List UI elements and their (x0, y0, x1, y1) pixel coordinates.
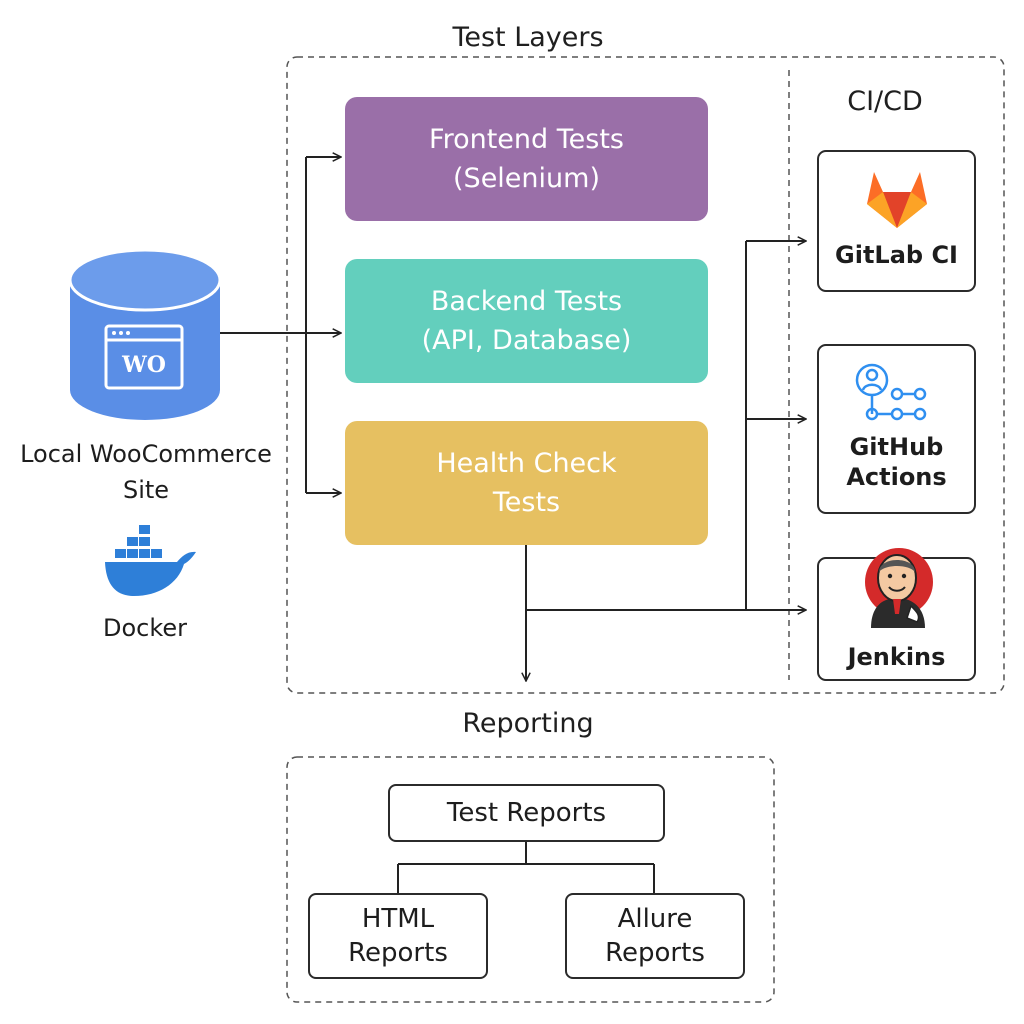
github-actions-label-line1: GitHub (849, 433, 944, 461)
test-layers-title: Test Layers (452, 22, 604, 53)
gitlab-icon (866, 172, 927, 228)
database-icon (68, 248, 222, 420)
github-actions-label-line2: Actions (846, 463, 947, 491)
allure-reports-line1: Allure (617, 904, 693, 934)
html-reports-line1: HTML (361, 904, 435, 934)
allure-reports-box: Allure Reports (565, 893, 745, 979)
gitlab-ci-card: GitLab CI (817, 150, 976, 292)
github-actions-card: GitHub Actions (817, 344, 976, 514)
local-site-label: Local WooCommerce Site (0, 436, 292, 508)
docker-label: Docker (102, 614, 188, 642)
reporting-title: Reporting (462, 708, 594, 739)
frontend-tests-line2: (Selenium) (453, 163, 600, 194)
html-reports-line2: Reports (348, 938, 448, 968)
backend-tests-box: Backend Tests (API, Database) (345, 259, 708, 383)
backend-tests-line2: (API, Database) (421, 325, 632, 356)
health-check-tests-box: Health Check Tests (345, 421, 708, 545)
gitlab-ci-label: GitLab CI (835, 241, 958, 269)
jenkins-card: Jenkins (817, 548, 976, 681)
html-reports-box: HTML Reports (308, 893, 488, 979)
health-check-tests-line2: Tests (492, 487, 561, 518)
test-reports-box: Test Reports (388, 784, 665, 842)
reporting-group-frame (286, 756, 775, 1003)
docker-icon (105, 525, 196, 596)
local-site-label-line2: Site (122, 476, 170, 504)
github-actions-label: GitHub Actions (846, 432, 946, 492)
github-actions-icon (855, 363, 926, 421)
local-site-label-line1: Local WooCommerce (20, 440, 272, 468)
health-check-tests-line1: Health Check (436, 448, 617, 479)
db-badge: WO (122, 352, 166, 378)
frontend-tests-box: Frontend Tests (Selenium) (345, 97, 708, 221)
cicd-title: CI/CD (847, 86, 923, 117)
allure-reports-line2: Reports (605, 938, 705, 968)
frontend-tests-line1: Frontend Tests (429, 124, 624, 155)
backend-tests-line1: Backend Tests (430, 286, 623, 317)
jenkins-label: Jenkins (847, 643, 946, 671)
jenkins-icon (865, 548, 933, 628)
